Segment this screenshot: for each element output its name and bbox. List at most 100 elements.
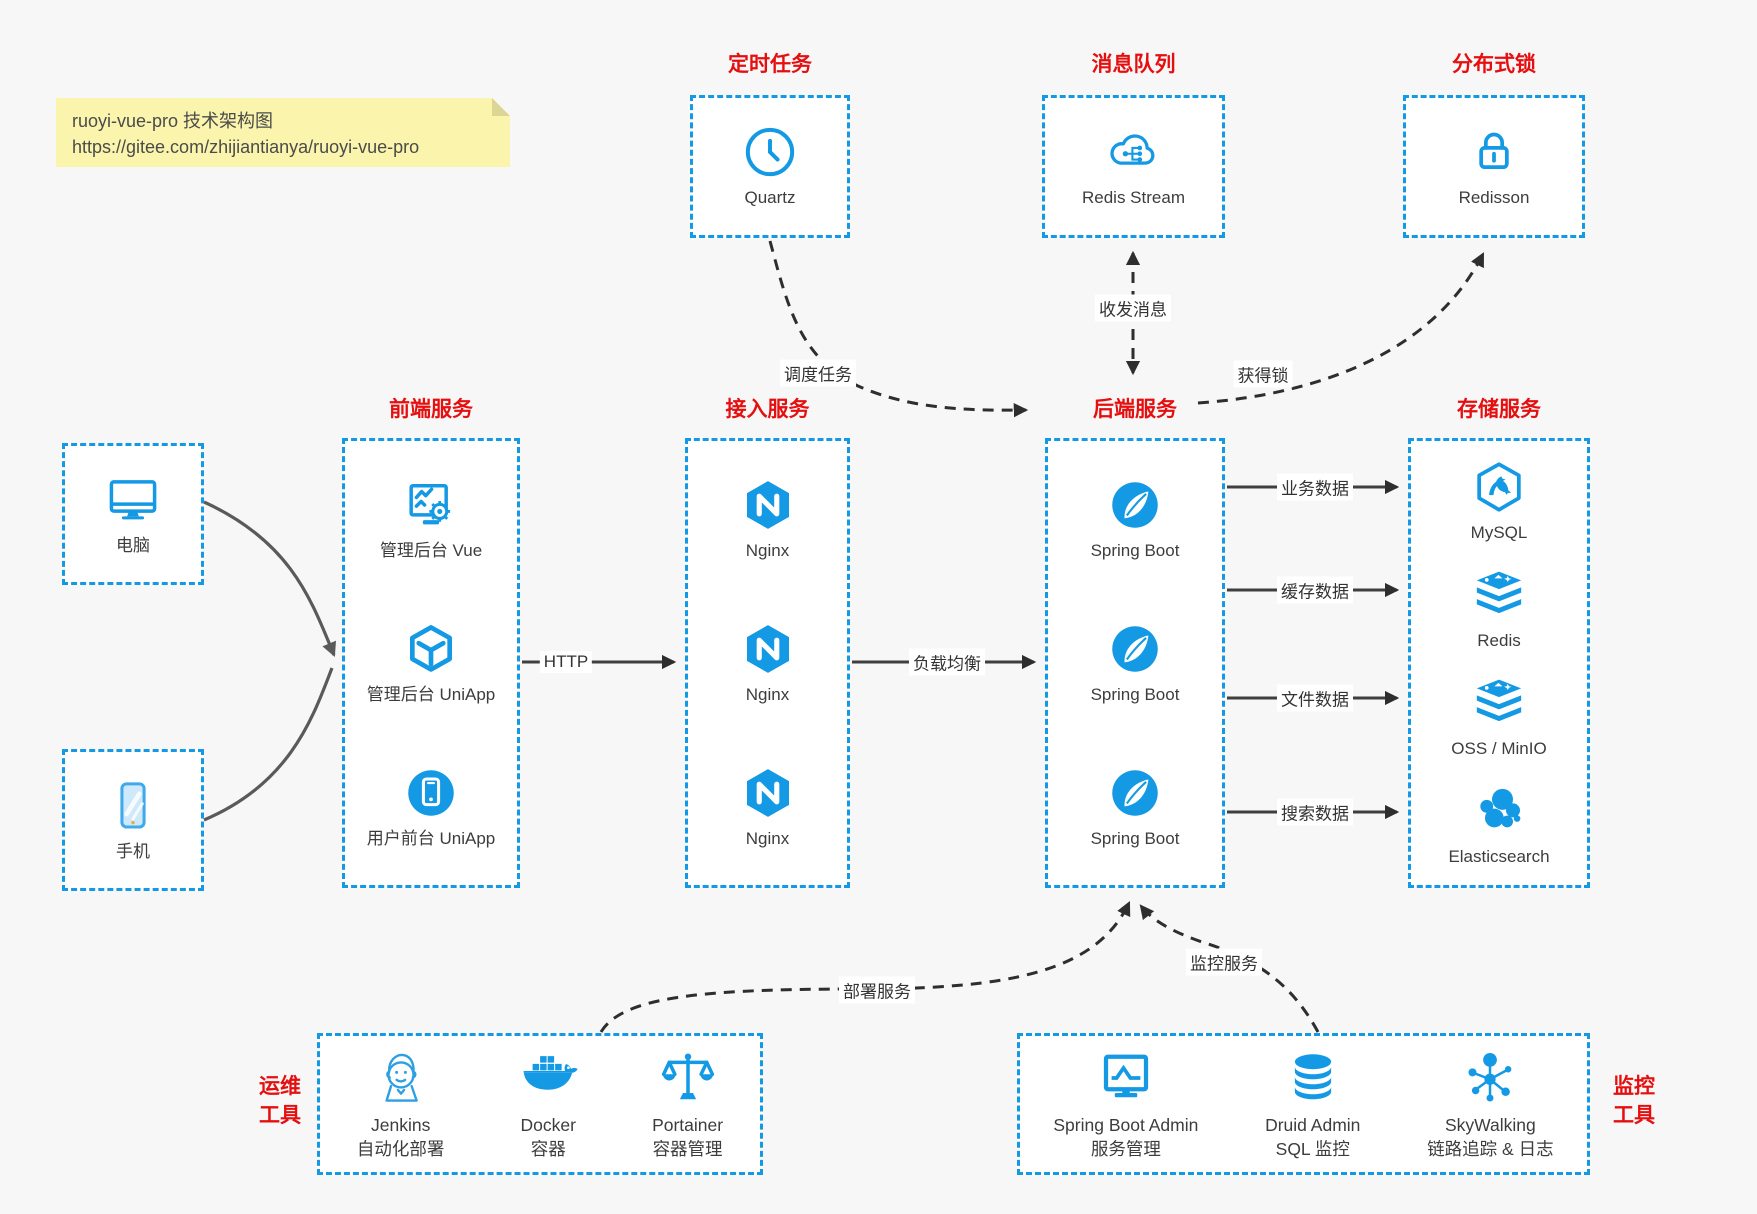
mobile-icon bbox=[105, 778, 161, 834]
node-elasticsearch: Elasticsearch bbox=[1448, 783, 1550, 867]
edge-label-deploy-service: 部署服务 bbox=[839, 976, 915, 1004]
node-sublabel: SQL 监控 bbox=[1275, 1138, 1350, 1159]
edge-label-http: HTTP bbox=[539, 651, 593, 673]
node-redis-stream: Redis Stream bbox=[1082, 124, 1185, 208]
node-uniapp: 管理后台 UniApp bbox=[367, 621, 495, 705]
node-mysql: MySQL bbox=[1470, 459, 1528, 543]
node-label: Elasticsearch bbox=[1448, 846, 1550, 866]
node-label: Jenkins bbox=[370, 1114, 431, 1135]
spring-boot-icon bbox=[1107, 621, 1163, 677]
node-label: SkyWalking bbox=[1445, 1114, 1536, 1135]
edge-label-send-receive: 收发消息 bbox=[1095, 294, 1171, 322]
side-title-ops-line1: 运维 bbox=[259, 1075, 301, 1098]
node-label: Spring Boot bbox=[1090, 540, 1180, 560]
node-label: Nginx bbox=[745, 828, 790, 848]
edge-deploy-service bbox=[599, 901, 1131, 1033]
side-title-monitoring-line2: 工具 bbox=[1613, 1104, 1655, 1128]
nginx-icon bbox=[740, 477, 796, 533]
node-uniapp: 用户前台 UniApp bbox=[367, 765, 495, 849]
node-label: Druid Admin bbox=[1265, 1114, 1361, 1135]
lock-icon bbox=[1466, 124, 1522, 180]
nginx-icon bbox=[740, 765, 796, 821]
edge-label-business-data: 业务数据 bbox=[1277, 473, 1353, 501]
cloud-message-icon bbox=[1105, 124, 1161, 180]
node-sublabel: 容器 bbox=[530, 1138, 566, 1159]
uniapp-cube-icon bbox=[403, 621, 459, 677]
mysql-icon bbox=[1471, 459, 1527, 515]
title-storage: 存储服务 bbox=[1457, 398, 1541, 421]
node-: 手机 bbox=[105, 778, 161, 862]
node-label: 用户前台 UniApp bbox=[366, 828, 496, 848]
oss-stack-icon bbox=[1471, 675, 1527, 731]
node-spring-boot: Spring Boot bbox=[1090, 621, 1180, 705]
edge-label-schedule-task: 调度任务 bbox=[780, 359, 856, 387]
node-label: 手机 bbox=[116, 841, 150, 861]
node-label: Nginx bbox=[745, 684, 790, 704]
title-gateway: 接入服务 bbox=[725, 398, 810, 421]
redis-icon bbox=[1471, 567, 1527, 623]
node-label: Spring Boot bbox=[1090, 828, 1180, 848]
node-label: OSS / MinIO bbox=[1451, 738, 1547, 758]
spring-boot-icon bbox=[1107, 765, 1163, 821]
node-label: MySQL bbox=[1470, 522, 1528, 542]
edge-label-file-data: 文件数据 bbox=[1277, 684, 1353, 712]
title-message-queue: 消息队列 bbox=[1091, 53, 1176, 76]
edge-label-cache-data: 缓存数据 bbox=[1277, 576, 1353, 604]
note-url: https://gitee.com/zhijiantianya/ruoyi-vu… bbox=[72, 137, 420, 157]
side-title-ops-line2: 工具 bbox=[259, 1104, 301, 1128]
title-frontend: 前端服务 bbox=[389, 398, 473, 421]
edge-label-monitor-service: 监控服务 bbox=[1186, 948, 1262, 976]
spring-boot-admin-icon bbox=[1096, 1048, 1156, 1108]
node-sublabel: 容器管理 bbox=[652, 1138, 723, 1159]
node-docker: Docker 容器 bbox=[518, 1048, 578, 1161]
node-nginx: Nginx bbox=[740, 621, 796, 705]
node-redisson: Redisson bbox=[1459, 124, 1529, 208]
note-title: ruoyi-vue-pro 技术架构图 bbox=[72, 111, 274, 131]
box-phone: 手机 bbox=[62, 749, 204, 891]
edge-label-search-data: 搜索数据 bbox=[1277, 798, 1353, 826]
side-title-monitoring-line1: 监控 bbox=[1613, 1075, 1655, 1098]
title-backend: 后端服务 bbox=[1093, 398, 1177, 421]
edge-phone-to-frontend bbox=[203, 667, 334, 822]
node-label: Quartz bbox=[744, 188, 796, 208]
edge-label-load-balance: 负载均衡 bbox=[909, 648, 985, 676]
node-label: Docker bbox=[520, 1114, 576, 1135]
edge-label-acquire-lock: 获得锁 bbox=[1233, 360, 1293, 388]
side-title-monitoring: 监控 工具 bbox=[1602, 1072, 1666, 1131]
jenkins-icon bbox=[371, 1048, 431, 1108]
side-title-ops: 运维 工具 bbox=[248, 1072, 312, 1131]
title-distributed-lock: 分布式锁 bbox=[1452, 53, 1536, 76]
box-message-queue: Redis Stream bbox=[1042, 95, 1225, 238]
docker-icon bbox=[518, 1048, 578, 1108]
box-scheduler: Quartz bbox=[690, 95, 850, 238]
node-label: Nginx bbox=[745, 540, 790, 560]
node-: 电脑 bbox=[105, 472, 161, 556]
skywalking-icon bbox=[1460, 1048, 1520, 1108]
portainer-icon bbox=[658, 1048, 718, 1108]
elasticsearch-icon bbox=[1471, 783, 1527, 839]
node-vue: 管理后台 Vue bbox=[380, 477, 482, 561]
title-scheduler: 定时任务 bbox=[728, 53, 812, 76]
node-nginx: Nginx bbox=[740, 477, 796, 561]
desktop-icon bbox=[105, 472, 161, 528]
nginx-icon bbox=[740, 621, 796, 677]
node-sublabel: 服务管理 bbox=[1090, 1138, 1161, 1159]
node-oss-minio: OSS / MinIO bbox=[1451, 675, 1547, 759]
box-distributed-lock: Redisson bbox=[1403, 95, 1585, 238]
node-label: Redis Stream bbox=[1082, 188, 1185, 208]
node-label: Spring Boot bbox=[1090, 684, 1180, 704]
node-spring-boot: Spring Boot bbox=[1090, 477, 1180, 561]
edge-pc-to-frontend bbox=[203, 500, 337, 658]
admin-vue-icon bbox=[403, 477, 459, 533]
spring-boot-icon bbox=[1107, 477, 1163, 533]
box-pc: 电脑 bbox=[62, 443, 204, 585]
